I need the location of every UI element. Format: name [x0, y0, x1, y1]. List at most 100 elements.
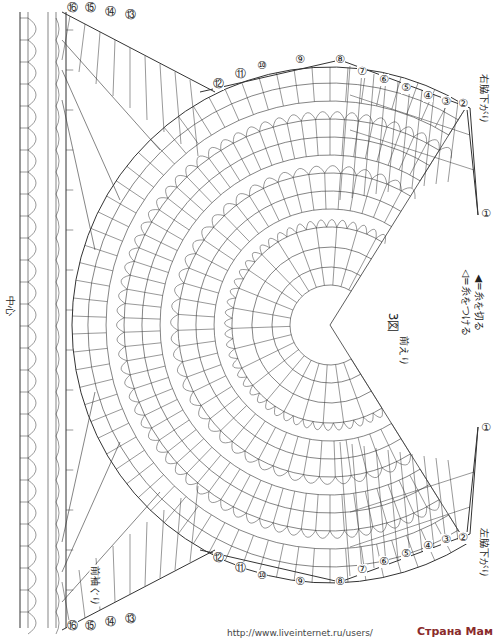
edge-line — [330, 325, 467, 544]
stitch-line — [89, 348, 107, 350]
scallop-stitch — [166, 186, 177, 198]
band-loop — [56, 150, 59, 172]
stitch-line — [95, 267, 113, 271]
stitch-line — [221, 418, 234, 431]
stitch-line — [20, 84, 28, 85]
band-loop — [56, 480, 59, 502]
stitch-line — [151, 267, 168, 273]
stitch-line — [333, 267, 334, 285]
stitch-line — [247, 98, 253, 115]
stitch-line — [358, 438, 362, 455]
band-loop — [56, 590, 59, 612]
stitch-line — [124, 317, 142, 319]
scallop-stitch — [212, 215, 224, 228]
scallop-stitch — [259, 459, 274, 470]
round-number: ⑬ — [125, 613, 136, 625]
stitch-line — [301, 121, 304, 139]
scallop-stitch — [209, 492, 221, 503]
scallop-stitch — [293, 416, 303, 425]
stitch-line — [212, 262, 228, 270]
stitch-line — [200, 353, 217, 357]
stitch-line — [421, 104, 428, 121]
scallop-stitch — [175, 283, 184, 299]
underarm-label: 右脇下がり — [479, 72, 490, 124]
stitch-line — [209, 181, 221, 195]
stitch-line — [287, 124, 291, 142]
stitch-line — [187, 460, 200, 473]
stitch-line — [309, 175, 312, 193]
underarm-edge — [200, 60, 478, 215]
scallop-stitch — [347, 222, 357, 231]
band-loop — [56, 348, 59, 370]
stitch-line — [178, 521, 187, 534]
stitch-line — [161, 243, 177, 251]
band-loop — [28, 436, 36, 458]
stitch-line — [309, 381, 315, 400]
scallop-stitch — [330, 112, 344, 120]
round-line — [214, 209, 391, 441]
scallop-stitch — [233, 507, 246, 517]
chart-number: 3図 — [386, 312, 399, 334]
stitch-line — [249, 270, 265, 281]
stitch-line — [72, 333, 88, 335]
band-loop — [28, 612, 36, 634]
stitch-line — [245, 436, 255, 451]
band-loop — [56, 414, 59, 436]
underarm-label: 左脇下がり — [479, 526, 490, 578]
round-number: ① — [481, 208, 491, 220]
stitch-line — [120, 437, 136, 446]
stitch-line — [139, 248, 156, 255]
round-number: ⑧ — [335, 576, 345, 588]
stitch-line — [98, 212, 112, 219]
stitch-line — [278, 343, 294, 351]
scallop-stitch — [229, 349, 238, 359]
scallop-stitch — [372, 174, 387, 184]
stitch-line — [189, 268, 206, 275]
stitch-line — [276, 562, 279, 578]
stitch-line — [334, 441, 336, 459]
scallop-stitch — [401, 188, 415, 199]
scallop-stitch — [356, 170, 372, 179]
stitch-line — [376, 78, 386, 194]
scallop-stitch — [135, 235, 145, 248]
stitch-line — [278, 488, 283, 505]
band-loop — [28, 546, 36, 568]
stitch-line — [216, 387, 231, 397]
stitch-line — [156, 255, 173, 262]
stitch-line — [246, 137, 253, 154]
round-line — [272, 267, 361, 383]
round-number: ⑪ — [235, 562, 246, 574]
band-loop — [28, 238, 36, 260]
stitch-line — [199, 447, 212, 460]
scallop-stitch — [327, 220, 337, 228]
scallop-stitch — [221, 140, 234, 151]
band-loop — [28, 590, 36, 612]
stitch-line — [72, 316, 88, 318]
stitch-line — [352, 444, 362, 572]
scallop-stitch — [175, 463, 187, 475]
scallop-stitch — [193, 240, 204, 254]
round-line — [178, 173, 411, 477]
stitch-line — [334, 247, 335, 267]
stitch-line — [145, 407, 161, 415]
stitch-line — [130, 275, 148, 279]
stitch-line — [224, 396, 238, 407]
round-line — [124, 119, 439, 531]
scallop-stitch — [323, 423, 333, 431]
scallop-stitch — [397, 454, 411, 465]
stitch-line — [339, 173, 340, 191]
stitch-line — [164, 127, 174, 139]
scallop-stitch — [263, 178, 278, 188]
stitch-line — [259, 77, 263, 92]
round-number: ⑨ — [295, 576, 305, 588]
stitch-line — [278, 144, 283, 161]
stitch-line — [202, 120, 212, 135]
stitch-line — [174, 420, 189, 430]
stitch-line — [313, 549, 314, 567]
stitch-line — [66, 470, 73, 471]
stitch-line — [330, 137, 331, 155]
stitch-line — [219, 250, 234, 260]
scallop-stitch — [125, 375, 134, 389]
stitch-line — [79, 24, 85, 72]
